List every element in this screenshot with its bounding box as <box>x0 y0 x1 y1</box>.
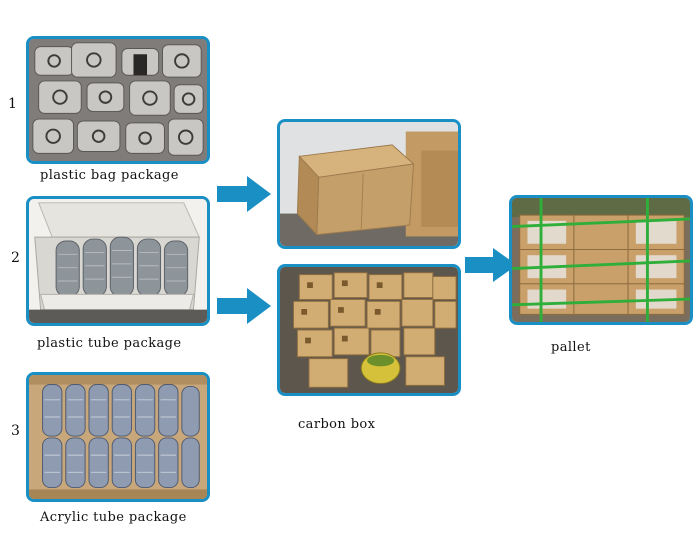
arrow-right-icon <box>217 176 271 212</box>
step-number-3: 3 <box>11 423 20 439</box>
plastic-tube-package-label: plastic tube package <box>37 336 182 351</box>
pallet-photo <box>509 195 693 325</box>
pallet-label: pallet <box>551 340 591 355</box>
arrow-right-icon <box>217 288 271 324</box>
step-number-1: 1 <box>8 96 17 112</box>
step-number-2: 2 <box>11 250 20 266</box>
acrylic-tube-package-photo <box>26 372 210 502</box>
carbon-box-photo-bottom <box>277 264 461 396</box>
carbon-box-photo-top <box>277 119 461 249</box>
acrylic-tube-package-label: Acrylic tube package <box>40 510 187 525</box>
plastic-tube-package-photo <box>26 196 210 326</box>
plastic-bag-package-label: plastic bag package <box>40 168 179 183</box>
carbon-box-label: carbon box <box>298 417 376 432</box>
plastic-bag-package-photo <box>26 36 210 164</box>
arrow-right-icon <box>465 248 517 282</box>
